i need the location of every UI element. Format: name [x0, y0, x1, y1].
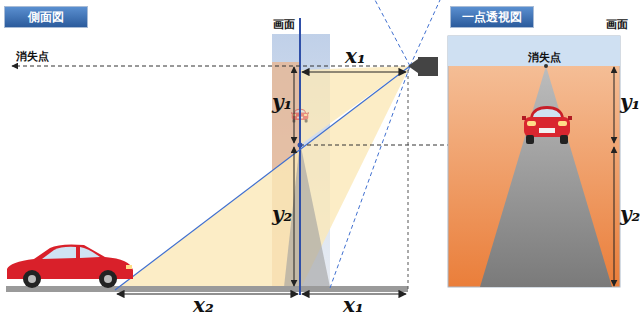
- dimension-y1: [294, 67, 295, 143]
- dimension-label: y₁: [272, 90, 292, 114]
- view-title: 側面図: [5, 7, 87, 27]
- annotation-label: 画面: [606, 18, 628, 31]
- dimension-y2: [294, 147, 295, 286]
- label-holder: x₁: [343, 293, 364, 317]
- annotation-label: 消失点: [528, 51, 561, 64]
- annotation-label: 消失点: [16, 50, 49, 63]
- label-holder: y₂: [272, 202, 292, 226]
- dimension-label: y₁: [620, 90, 640, 114]
- label-holder: 画面: [273, 17, 295, 32]
- view-title-badge: 一点透視図: [450, 6, 534, 28]
- dimension-label: y₂: [272, 202, 292, 226]
- sight-line-dashed: [375, 0, 410, 66]
- view-cone: [115, 66, 410, 290]
- view-title: 一点透視図: [451, 7, 533, 27]
- label-holder: x₁: [345, 44, 366, 68]
- label-holder: 消失点: [16, 49, 49, 64]
- sky: [448, 36, 620, 66]
- side-car: [7, 244, 133, 288]
- dimension-label: x₂: [193, 293, 214, 317]
- label-holder: 画面: [606, 17, 628, 32]
- label-holder: y₁: [620, 90, 640, 114]
- ground: [6, 286, 408, 292]
- road: [480, 66, 612, 287]
- dimension-label: x₁: [345, 44, 366, 68]
- dimension-y1: [614, 67, 615, 143]
- annotation-label: 画面: [273, 18, 295, 31]
- dimension-y2: [614, 147, 615, 286]
- projection-point: [298, 143, 303, 148]
- label-holder: 消失点: [528, 50, 561, 65]
- guide-line: [408, 70, 409, 290]
- dimension-label: x₁: [343, 293, 364, 317]
- dimension-x1: [302, 71, 406, 72]
- label-holder: x₂: [193, 293, 214, 317]
- camera: [408, 57, 438, 76]
- sight-line: [115, 66, 410, 290]
- perspective-car: [522, 106, 572, 144]
- vanishing-point: [544, 64, 548, 68]
- perspective-panel: [448, 36, 620, 287]
- sight-line-dashed: [410, 0, 440, 66]
- view-title-badge: 側面図: [4, 6, 88, 28]
- sight-line-dashed: [330, 66, 410, 288]
- screen-line: [299, 18, 301, 295]
- label-holder: y₁: [272, 90, 292, 114]
- label-holder: y₂: [620, 202, 640, 226]
- dimension-label: y₂: [620, 202, 640, 226]
